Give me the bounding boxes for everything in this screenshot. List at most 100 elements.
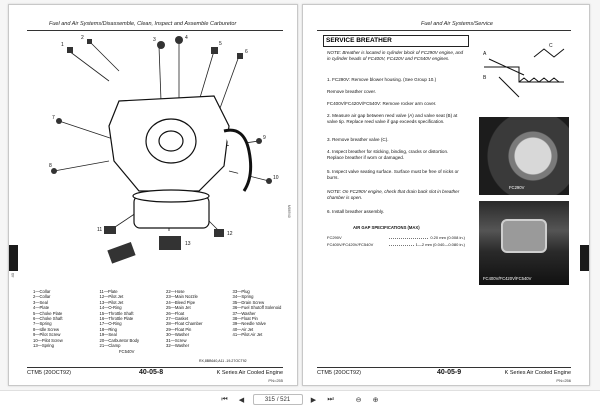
last-page-icon: ⏭ [327, 395, 334, 403]
legend-item: 34—Spring [232, 294, 254, 300]
left-page: Fuel and Air Systems/Disassemble, Clean,… [8, 4, 298, 386]
legend-item: 26—Float [166, 310, 185, 316]
legend-item: 12—Pilot Jet [99, 294, 124, 300]
legend-item: 36—Fuel Shutoff Solenoid [232, 305, 282, 311]
step-4: 4. Inspect breather for sticking, bindin… [327, 149, 449, 160]
svg-text:9: 9 [263, 135, 266, 141]
diagram-reference: M86940 [287, 205, 291, 218]
reed-valve-drawing: A B C [479, 37, 569, 107]
legend-item: 18—Ring [99, 326, 117, 332]
zoom-in-icon: ⊕ [372, 396, 379, 404]
spec-value: 0.20 mm (0.008 in.) [430, 235, 465, 240]
legend-item: 25—Main Jet [166, 305, 191, 311]
legend-item: 10—Pilot Screw [33, 337, 63, 343]
photo-caption-fc290v: FC290V [509, 185, 525, 190]
left-running-head: Fuel and Air Systems/Disassemble, Clean,… [49, 21, 237, 27]
photo-breather-part [501, 219, 547, 253]
legend-item: 7—Spring [33, 321, 52, 327]
svg-text:2: 2 [81, 35, 84, 41]
next-page-button[interactable]: ▶ [308, 394, 320, 406]
svg-text:10: 10 [273, 175, 279, 181]
step-6: 6. Install breather assembly. [327, 209, 385, 214]
note-drain-slot: NOTE: On FC290V engine, check that drain… [327, 189, 460, 200]
legend-item: 19—Seal [99, 332, 117, 338]
spec-label: FC400V/FC420V/FC540V [327, 242, 374, 247]
legend-item: 3—Seal [33, 299, 48, 305]
legend-item: 1—Collar [33, 289, 51, 294]
legend-item: 11—Plate [99, 289, 118, 294]
left-side-label: 40 [10, 273, 15, 278]
legend-item: 24—Bleed Pipe [166, 299, 196, 305]
legend-item: 33—Plug [232, 289, 250, 294]
legend-item: 4—Plate [33, 305, 50, 311]
page-number-input[interactable]: 315 / 521 [252, 394, 303, 405]
legend-item: 16—Throttle Plate [99, 316, 134, 322]
section-title: SERVICE BREATHER [326, 37, 392, 44]
section-title-box [323, 35, 469, 47]
spec-table-title: AIR GAP SPECIFICATIONS (MAX) [353, 225, 420, 230]
step-1: 1. FC290V: Remove blower housing. (See G… [327, 77, 437, 82]
legend-column-4: 33—Plug 34—Spring 35—Drain Screw 36—Fuel… [233, 289, 294, 348]
first-page-button[interactable]: ⏮ [219, 394, 231, 406]
right-foot-rule [317, 367, 571, 368]
legend-item: 38—Float Pin [232, 316, 258, 322]
svg-text:13: 13 [185, 241, 191, 247]
photo-fc400v-breather: FC400V/FC420V/FC540V [479, 201, 569, 285]
right-running-head: Fuel and Air Systems/Service [421, 21, 493, 27]
legend-item: 2—Collar [33, 294, 51, 300]
legend-item: 32—Washer [166, 343, 190, 349]
zoom-out-button[interactable]: ⊖ [353, 394, 365, 406]
left-footer-pn: PN=255 [268, 378, 283, 383]
photo-caption-fc400v: FC400V/FC420V/FC540V [483, 276, 532, 281]
legend-item: 30—Washer [166, 332, 190, 338]
legend-item: 27—Gasket [166, 316, 189, 322]
legend-item: 9—Pilot Screw [33, 332, 61, 338]
legend-item: 39—Needle Valve [232, 321, 266, 327]
legend-item: 17—O-Ring [99, 321, 122, 327]
legend-item: 5—Choke Plate [33, 310, 63, 316]
legend-item: 20—Carburetor Body [99, 337, 140, 343]
zoom-out-icon: ⊖ [355, 396, 362, 404]
legend-item: 41—Pilot Air Jet [232, 332, 263, 338]
spec-value: 1—2 mm (0.040—0.080 in.) [415, 242, 465, 247]
last-page-button[interactable]: ⏭ [325, 394, 337, 406]
legend-item: 31—Screw [166, 337, 187, 343]
svg-text:C: C [549, 43, 553, 49]
legend-column-1: 1—Collar 2—Collar 3—Seal 4—Plate 5—Choke… [33, 289, 94, 348]
left-footer-doc-id: CTM5 (20OCT92) [27, 370, 72, 376]
legend-item: 29—Float Pin [166, 326, 192, 332]
figure-caption: FC540V [119, 349, 135, 354]
svg-text:8: 8 [49, 163, 52, 169]
legend-item: 13—Spring [33, 343, 54, 349]
next-page-icon: ▶ [310, 396, 317, 404]
svg-text:B: B [483, 75, 487, 81]
legend-item: 13—Pilot Jet [99, 299, 124, 305]
svg-text:3: 3 [153, 37, 156, 43]
right-page: Fuel and Air Systems/Service SERVICE BRE… [302, 4, 590, 386]
legend-item: 15—Throttle Shaft [99, 310, 134, 316]
legend-item: 6—Choke Shaft [33, 316, 63, 322]
note-breather-location: NOTE: Breather is located in cylinder bl… [327, 50, 464, 61]
legend-item: 37—Washer [232, 310, 256, 316]
photo-fc290v-breather: FC290V [479, 117, 569, 195]
step-1-rocker-cover: FC400V/FC420V/FC540V: Remove rocker arm … [327, 101, 437, 106]
svg-text:1: 1 [61, 42, 64, 48]
legend-item: 21—Clamp [99, 343, 121, 349]
svg-text:A: A [483, 51, 487, 57]
previous-page-button[interactable]: ◀ [236, 394, 248, 406]
svg-text:7: 7 [52, 115, 55, 121]
previous-page-icon: ◀ [238, 396, 245, 404]
left-page-number: 40-05-8 [139, 369, 164, 376]
figure-reference: RX,8BB640,A11 -19-27OCT92 [199, 359, 247, 363]
legend-item: 8—Idle Screw [33, 326, 60, 332]
first-page-icon: ⏮ [221, 395, 228, 403]
legend-item: 35—Drain Screw [232, 299, 265, 305]
left-head-rule [27, 30, 283, 31]
right-footer-title: K Series Air Cooled Engine [504, 370, 571, 376]
spec-leader [389, 242, 414, 246]
zoom-in-button[interactable]: ⊕ [370, 394, 382, 406]
legend-item: 22—Hose [166, 289, 185, 294]
right-footer-doc-id: CTM5 (20OCT92) [317, 370, 362, 376]
svg-text:5: 5 [219, 41, 222, 47]
